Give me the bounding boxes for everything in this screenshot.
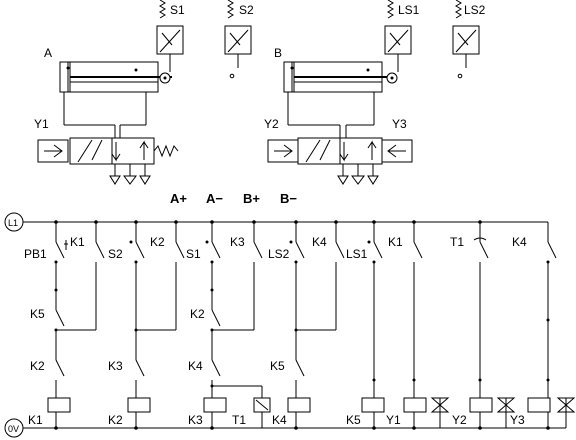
rung-y2 [469,222,516,428]
coil-k3-label: K3 [188,413,203,427]
rail-bottom-terminal [4,418,24,438]
sequence-step-2: A− [206,191,223,206]
sensor-ls1-symbol [384,0,412,72]
cylinder-a-label: A [44,46,52,60]
rail-top-terminal [4,212,24,232]
valve-y1-label: Y1 [34,117,49,131]
contact-k1-latch-label: K1 [70,235,85,249]
sensor-s1-label: S1 [170,3,185,17]
rung-k4 [287,222,345,428]
contact-k4-label: K4 [188,359,203,373]
sensor-ls1-label: LS1 [398,3,420,17]
sequence-step-1: A+ [170,191,187,206]
coil-k1-label: K1 [28,413,43,427]
contact-s2-label: S2 [108,247,123,261]
rung-y1 [403,222,450,428]
contact-k4-latch-label: K4 [312,235,327,249]
solenoid-y1-label: Y1 [386,413,401,427]
sequence-step-3: B+ [243,191,260,206]
coil-k2-label: K2 [108,413,123,427]
contact-k4-y3-label: K4 [512,235,527,249]
rung-y3 [527,222,576,428]
solenoid-y3-label: Y3 [510,413,525,427]
contact-s1-label: S1 [186,247,201,261]
contact-ls2-label: LS2 [268,247,290,261]
rung-k1 [47,222,105,428]
cylinder-b [283,61,398,138]
timer-t1-label: T1 [232,413,246,427]
valve-y2-label: Y2 [264,117,279,131]
rung-k3 [203,222,271,428]
valve-y1-symbol [37,137,179,185]
contact-k5-label: K5 [30,307,45,321]
sensor-ls2-label: LS2 [464,3,486,17]
rung-k5 [361,222,385,428]
solenoid-y2-label: Y2 [452,413,467,427]
sensor-s2-symbol [224,0,252,79]
rail-top-label: L1 [8,218,18,228]
rail-bottom-label: 0V [8,424,19,434]
rung-k2 [127,222,185,428]
contact-pb1-label: PB1 [24,247,47,261]
cylinder-b-label: B [274,46,282,60]
sensor-s1-symbol [156,0,184,72]
contact-k1-label: K1 [388,235,403,249]
contact-ls1-label: LS1 [346,247,368,261]
contact-k2-latch-label: K2 [150,235,165,249]
coil-k5-label: K5 [346,413,361,427]
contact-t1-label: T1 [450,235,464,249]
valve-y3-label: Y3 [392,117,407,131]
contact-k3-latch-label: K3 [230,235,245,249]
contact-k2-label: K2 [30,359,45,373]
coil-k4-label: K4 [272,413,287,427]
valve-y2-y3-symbol [267,137,413,185]
sequence-step-4: B− [280,191,297,206]
cylinder-a [59,61,172,138]
sensor-s2-label: S2 [239,3,254,17]
contact-k3-label: K3 [108,359,123,373]
sensor-ls2-symbol [452,0,480,79]
contact-k5-nc-label: K5 [270,359,285,373]
contact-k2-nc-label: K2 [190,307,205,321]
